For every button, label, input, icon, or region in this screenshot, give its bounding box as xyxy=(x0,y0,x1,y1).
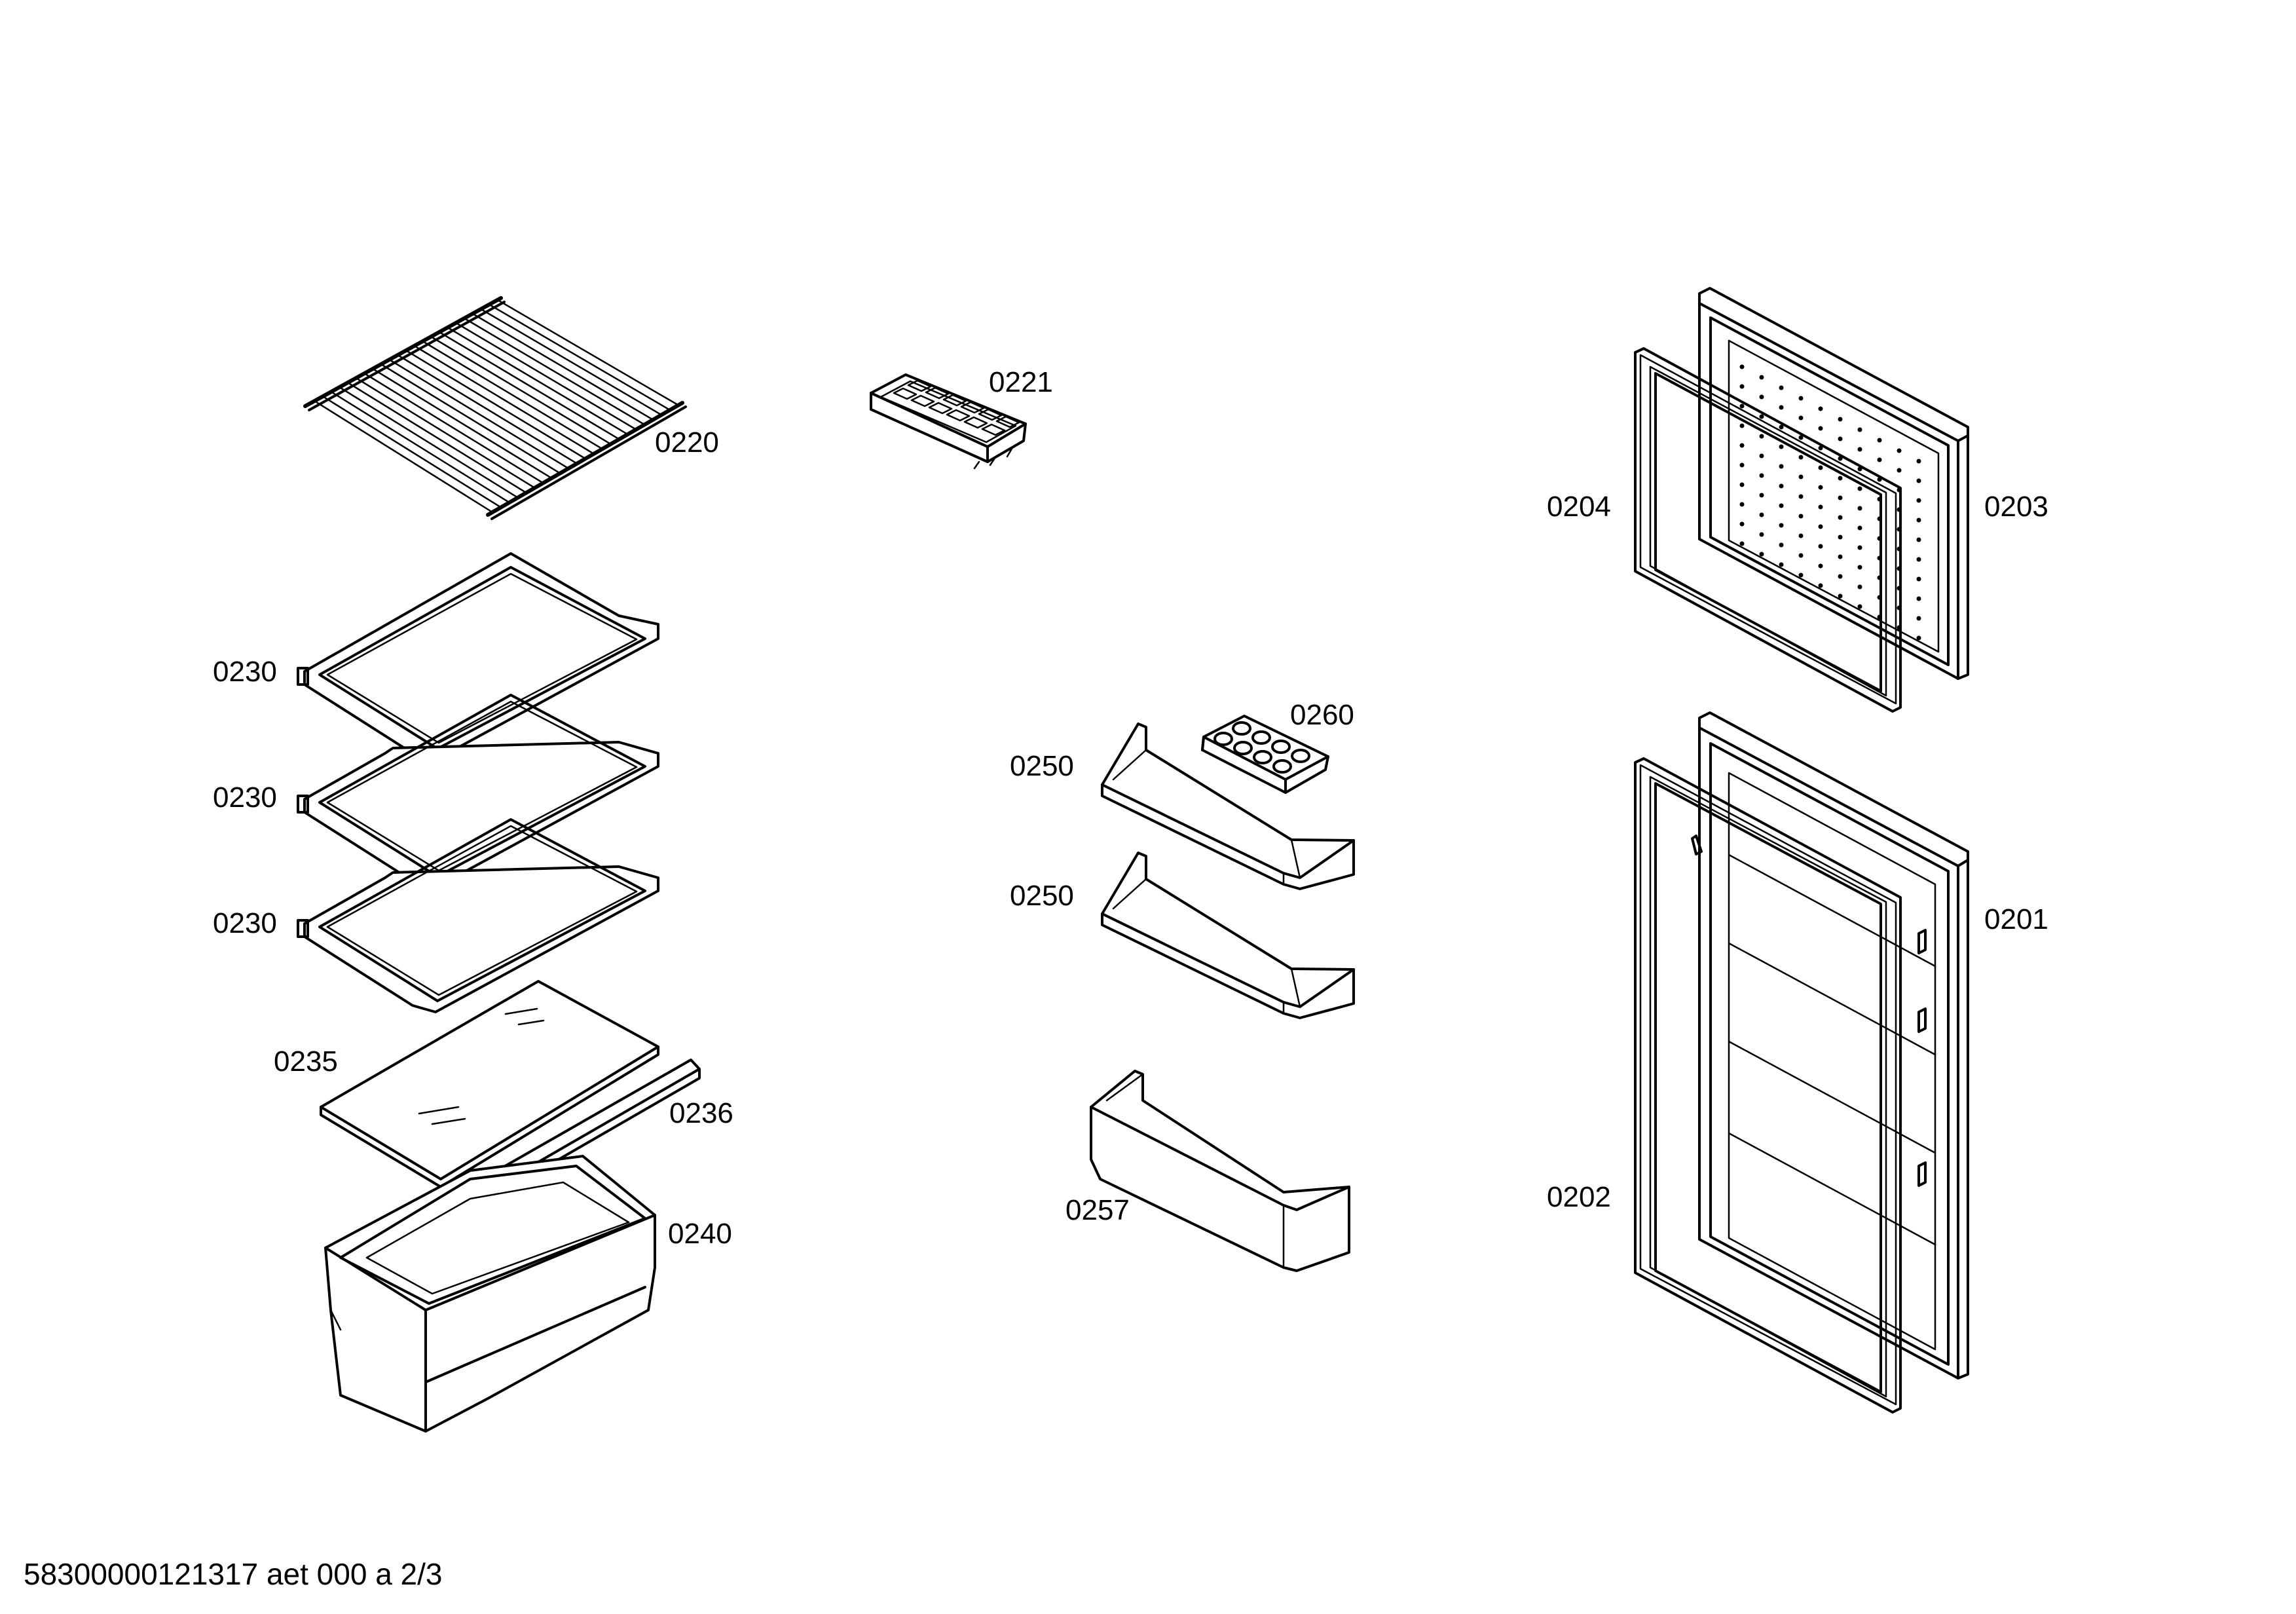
door-rack-drawing-1 xyxy=(1101,723,1355,890)
door-rack-drawing-2 xyxy=(1101,852,1355,1019)
part-label-0230-middle: 0230 xyxy=(213,781,277,814)
glass-shelf-drawing-3 xyxy=(297,818,659,1013)
ice-tray-drawing xyxy=(870,373,1027,470)
part-label-0202: 0202 xyxy=(1547,1181,1611,1213)
fridge-gasket-drawing xyxy=(1634,757,1902,1414)
crisper-drawer-drawing xyxy=(324,1155,656,1433)
document-id: 58300000121317 aet 000 a 2/3 xyxy=(24,1557,443,1591)
bottle-rack-drawing xyxy=(1090,1070,1350,1272)
part-label-0230-upper: 0230 xyxy=(213,656,277,688)
freezer-gasket-drawing xyxy=(1634,347,1902,713)
part-label-0257: 0257 xyxy=(1065,1194,1130,1226)
part-label-0250-upper: 0250 xyxy=(1010,750,1074,782)
part-label-0201: 0201 xyxy=(1984,903,2048,935)
glass-shelf-drawing-1 xyxy=(297,552,659,761)
wire-shelf-drawing xyxy=(303,296,687,520)
part-label-0235: 0235 xyxy=(274,1045,338,1078)
egg-tray-drawing xyxy=(1201,715,1329,794)
fridge-door-drawing xyxy=(1691,711,1969,1379)
glass-shelf-drawing-2 xyxy=(297,694,659,889)
part-label-0220: 0220 xyxy=(655,426,719,459)
part-label-0204: 0204 xyxy=(1547,491,1611,523)
part-label-0260: 0260 xyxy=(1290,699,1354,731)
part-label-0221: 0221 xyxy=(989,366,1053,398)
part-label-0250-lower: 0250 xyxy=(1010,880,1074,912)
part-label-0236: 0236 xyxy=(669,1097,733,1129)
part-label-0230-lower: 0230 xyxy=(213,907,277,939)
part-label-0240: 0240 xyxy=(668,1218,732,1250)
glass-plate-drawing xyxy=(320,980,659,1188)
part-label-0203: 0203 xyxy=(1984,491,2048,523)
